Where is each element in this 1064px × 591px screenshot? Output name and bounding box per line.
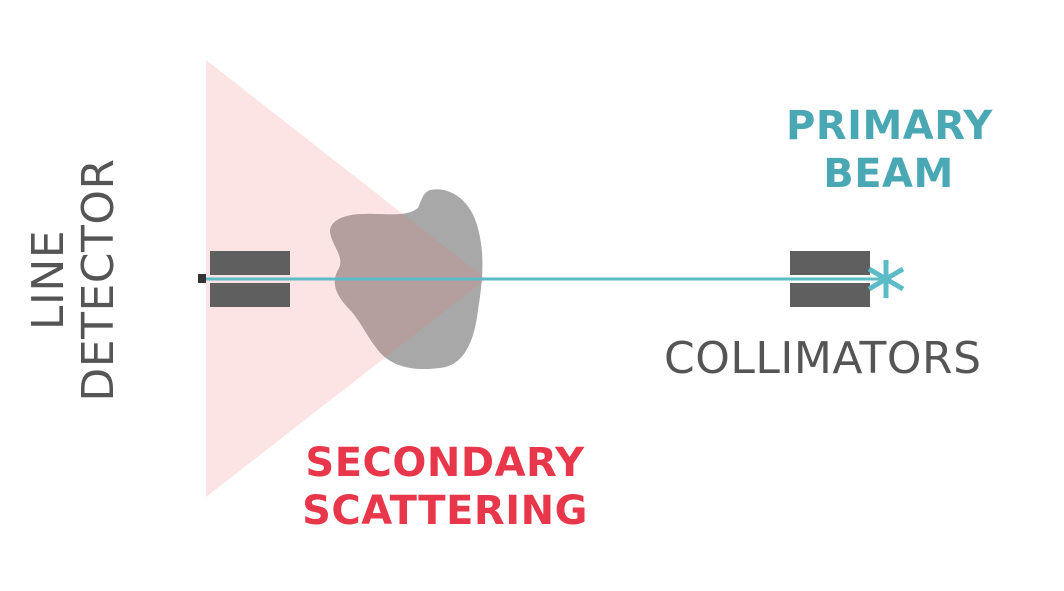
- line-detector-label-line2: DETECTOR: [73, 158, 124, 402]
- right-collimator: [790, 251, 870, 307]
- left-collimator: [210, 251, 290, 307]
- secondary-scattering-label: SECONDARY SCATTERING: [300, 443, 590, 531]
- secondary-scattering-label-line2: SCATTERING: [302, 488, 588, 534]
- detector-element: [198, 274, 206, 283]
- primary-beam-label-line2: BEAM: [823, 151, 954, 197]
- primary-beam-label-line1: PRIMARY: [786, 103, 993, 149]
- asterisk-source-icon: [867, 260, 905, 298]
- primary-beam-label: PRIMARY BEAM: [786, 103, 993, 197]
- secondary-scattering-label-line1: SECONDARY: [305, 440, 585, 486]
- line-detector-label-line1: LINE: [23, 229, 74, 331]
- collimators-label: COLLIMATORS: [664, 333, 982, 384]
